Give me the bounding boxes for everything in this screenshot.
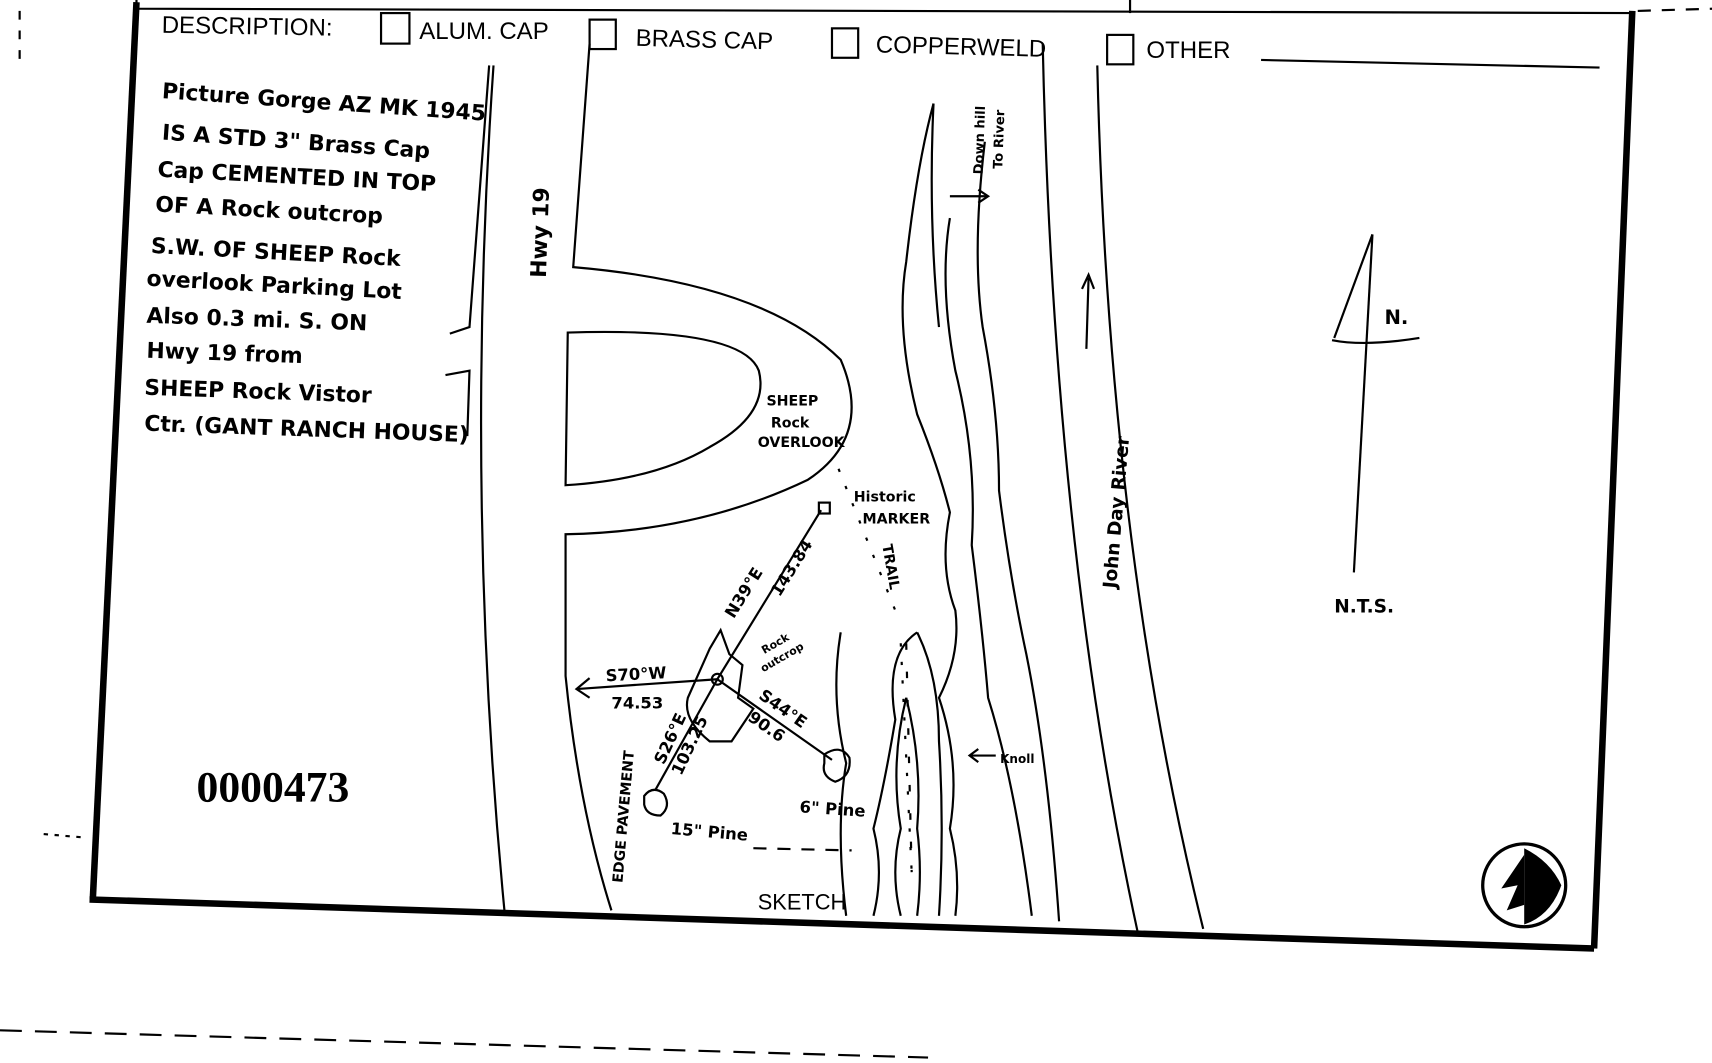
note-line: Cap CEMENTED IN TOP <box>157 158 437 198</box>
distance-label: 74.53 <box>611 694 663 713</box>
contour-lines <box>835 103 1061 922</box>
agency-emblem-logo <box>1481 842 1568 929</box>
pine-6-symbol <box>822 748 851 783</box>
description-notes: Picture Gorge AZ MK 1945 IS A STD 3" Bra… <box>144 65 491 448</box>
description-label: DESCRIPTION: <box>161 12 332 42</box>
bearing-label: S70°W <box>605 663 667 685</box>
note-line: SHEEP Rock Vistor <box>144 376 372 409</box>
sketch-area: Hwy 19 SHEEP Rock OVERLOOK Historic MARK… <box>479 43 1420 933</box>
historic-marker-label: Historic <box>854 490 916 506</box>
downhill-label: Down hill <box>972 106 989 175</box>
note-line: Also 0.3 mi. S. ON <box>146 304 368 337</box>
pine-15-label: 15" Pine <box>670 819 749 845</box>
overlook-label: Rock <box>771 415 810 431</box>
downhill-label: To River <box>991 109 1008 169</box>
trail-label: TRAIL <box>878 543 902 591</box>
note-line: IS A STD 3" Brass Cap <box>161 121 431 165</box>
other-label: OTHER <box>1146 37 1230 64</box>
note-line: overlook Parking Lot <box>146 267 402 305</box>
copperweld-label: COPPERWELD <box>875 31 1046 62</box>
north-label: N. <box>1384 306 1408 329</box>
north-arrow: N. N.T.S. <box>1331 234 1420 618</box>
scan-artifacts <box>0 7 1712 1059</box>
other-input-line[interactable] <box>1261 58 1600 69</box>
other-checkbox[interactable] <box>1106 33 1135 66</box>
form-border <box>89 0 1636 952</box>
note-line: S.W. OF SHEEP Rock <box>150 234 401 272</box>
record-number: 0000473 <box>197 763 350 811</box>
alum-cap-label: ALUM. CAP <box>419 18 548 45</box>
distance-label: 143.84 <box>767 536 817 600</box>
river-bank-left <box>1041 43 1139 933</box>
historic-marker-label: MARKER <box>863 511 931 527</box>
pine-6-label: 6" Pine <box>799 797 866 821</box>
scale-label: N.T.S. <box>1334 597 1394 618</box>
copperweld-checkbox[interactable] <box>830 27 860 59</box>
brass-cap-checkbox[interactable] <box>588 18 617 51</box>
pine-15-symbol <box>643 788 669 817</box>
overlook-label: OVERLOOK <box>758 435 846 451</box>
description-header: DESCRIPTION: ALUM. CAP BRASS CAP COPPERW… <box>161 11 1600 69</box>
note-line: Ctr. (GANT RANCH HOUSE) <box>144 412 469 448</box>
river-bank-right <box>1096 65 1205 930</box>
note-line: OF A Rock outcrop <box>155 193 384 230</box>
note-line: Hwy 19 from <box>146 339 303 369</box>
highway-left-edge <box>479 65 506 911</box>
bearing-label: N39°E <box>721 564 767 621</box>
highway-label: Hwy 19 <box>527 187 555 278</box>
brass-cap-label: BRASS CAP <box>635 25 773 56</box>
highway-right-edge-parking <box>564 43 853 911</box>
rock-outcrop-outline <box>685 627 755 743</box>
parking-island <box>564 330 762 487</box>
note-line: Picture Gorge AZ MK 1945 <box>161 79 487 127</box>
historic-marker-symbol <box>817 501 831 515</box>
overlook-label: SHEEP <box>766 394 818 410</box>
sketch-label: SKETCH <box>758 889 847 914</box>
knoll-label: Knoll <box>1000 752 1034 766</box>
alum-cap-checkbox[interactable] <box>379 11 411 45</box>
edge-pavement-label: EDGE PAVEMENT <box>610 750 638 884</box>
